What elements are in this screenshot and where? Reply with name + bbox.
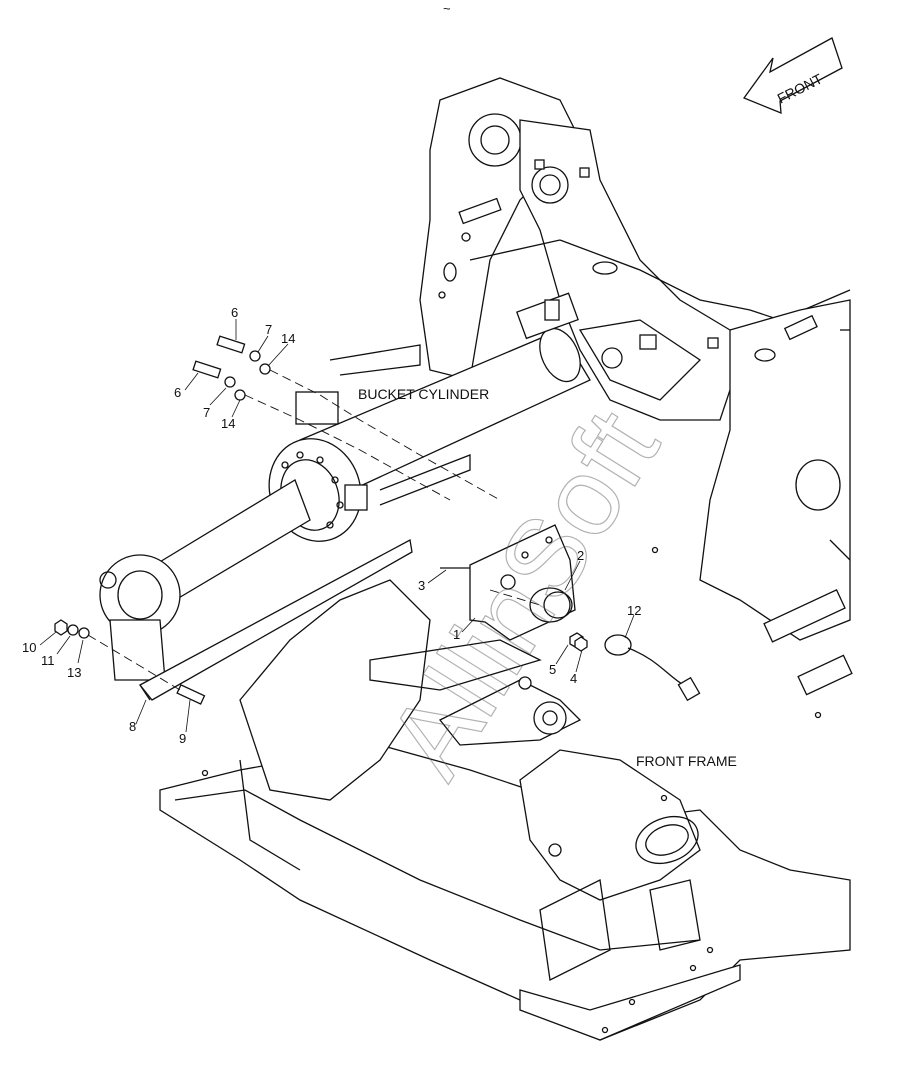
top-mark: ~ <box>443 1 451 16</box>
connector-harness <box>604 634 632 656</box>
callout-leaders <box>39 319 635 733</box>
front-frame-lower <box>159 579 851 1041</box>
callout-12: 12 <box>627 603 641 618</box>
sensor-assembly <box>54 335 701 705</box>
callout-14a: 14 <box>281 331 295 346</box>
callout-4: 4 <box>570 671 577 686</box>
callout-1: 1 <box>453 627 460 642</box>
callout-7a: 7 <box>265 322 272 337</box>
callout-6a: 6 <box>231 305 238 320</box>
callout-8: 8 <box>129 719 136 734</box>
proximity-sensor <box>529 587 571 623</box>
callout-3: 3 <box>418 578 425 593</box>
bucket-cylinder-label: BUCKET CYLINDER <box>358 386 489 402</box>
long-bracket <box>139 538 413 701</box>
callout-6b: 6 <box>174 385 181 400</box>
callout-7b: 7 <box>203 405 210 420</box>
front-frame-drawing <box>419 77 853 719</box>
callout-5: 5 <box>549 662 556 677</box>
callout-9: 9 <box>179 731 186 746</box>
callout-10: 10 <box>22 640 36 655</box>
callout-13: 13 <box>67 665 81 680</box>
front-arrow-icon: FRONT <box>742 37 843 114</box>
callout-2: 2 <box>577 548 584 563</box>
front-frame-label: FRONT FRAME <box>636 753 737 769</box>
callout-11: 11 <box>41 653 55 668</box>
bucket-cylinder-drawing <box>99 292 702 681</box>
callout-14b: 14 <box>221 416 235 431</box>
